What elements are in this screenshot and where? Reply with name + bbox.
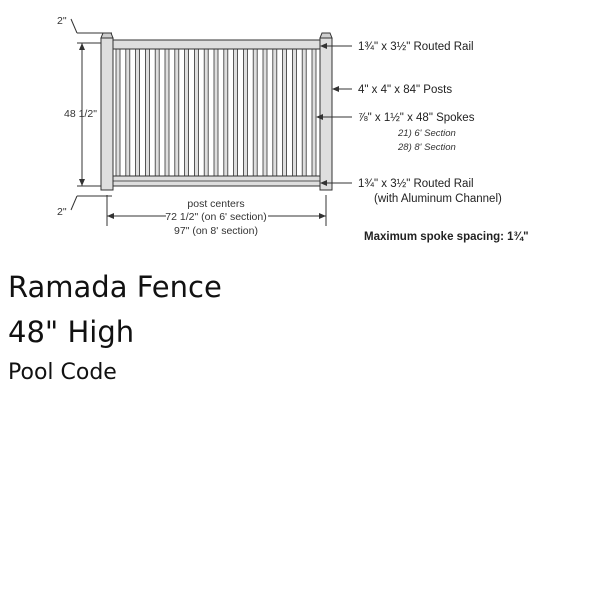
product-name: Ramada Fence <box>8 270 222 304</box>
bottom-rail-note: (with Aluminum Channel) <box>374 193 502 205</box>
spokes-8ft-label: 28) 8' Section <box>397 142 456 153</box>
product-height: 48" High <box>8 315 135 349</box>
fence-spoke <box>203 48 209 177</box>
fence-spoke <box>135 48 141 177</box>
fence-spoke <box>144 48 150 177</box>
width-8ft-label: 97" (on 8' section) <box>174 225 258 237</box>
width-label-backdrop <box>166 210 268 222</box>
fence-spoke <box>154 48 160 177</box>
fence-spoke <box>184 48 190 177</box>
top-rail <box>111 39 321 50</box>
left-post-cap <box>100 32 114 39</box>
bottom-rail-label: 1¾" x 3½" Routed Rail <box>358 178 474 190</box>
fence-spoke <box>233 48 239 177</box>
product-code: Pool Code <box>8 360 117 385</box>
gap-marks <box>70 18 78 211</box>
fence-spoke <box>272 48 278 177</box>
leader-arrowheads <box>316 43 339 186</box>
fence-spoke <box>262 48 268 177</box>
height-label: 48 1/2" <box>64 108 97 120</box>
fence-spoke <box>223 48 229 177</box>
right-post-cap <box>319 32 333 39</box>
fence-diagram: 2" 48 1/2" 2" post centers 72 1/2" (on 6… <box>57 15 529 243</box>
max-spacing-label: Maximum spoke spacing: 1¾" <box>364 231 529 243</box>
right-post <box>319 37 333 191</box>
dimension-lines <box>77 32 327 226</box>
fence-spoke <box>282 48 288 177</box>
fence-spokes <box>115 48 317 177</box>
spokes-6ft-label: 21) 6' Section <box>397 128 456 139</box>
fence-spoke <box>252 48 258 177</box>
fence-spoke <box>291 48 297 177</box>
top-gap-label: 2" <box>57 15 67 27</box>
width-6ft-label: 72 1/2" (on 6' section) <box>165 211 266 223</box>
fence-spoke <box>213 48 219 177</box>
posts-label: 4" x 4" x 84" Posts <box>358 84 452 96</box>
fence-spoke <box>174 48 180 177</box>
fence-spoke <box>125 48 131 177</box>
bottom-gap-label: 2" <box>57 206 67 218</box>
spokes-label: ⅞" x 1½" x 48" Spokes <box>358 112 475 124</box>
fence-spoke <box>115 48 121 177</box>
fence-spoke <box>193 48 199 177</box>
fence-spoke <box>164 48 170 177</box>
top-rail-label: 1¾" x 3½" Routed Rail <box>358 41 474 53</box>
fence-spoke <box>301 48 307 177</box>
dimension-arrows <box>79 43 326 219</box>
fence-spoke <box>242 48 248 177</box>
fence-spoke <box>311 48 317 177</box>
post-centers-label: post centers <box>187 198 244 210</box>
left-post <box>100 37 114 191</box>
